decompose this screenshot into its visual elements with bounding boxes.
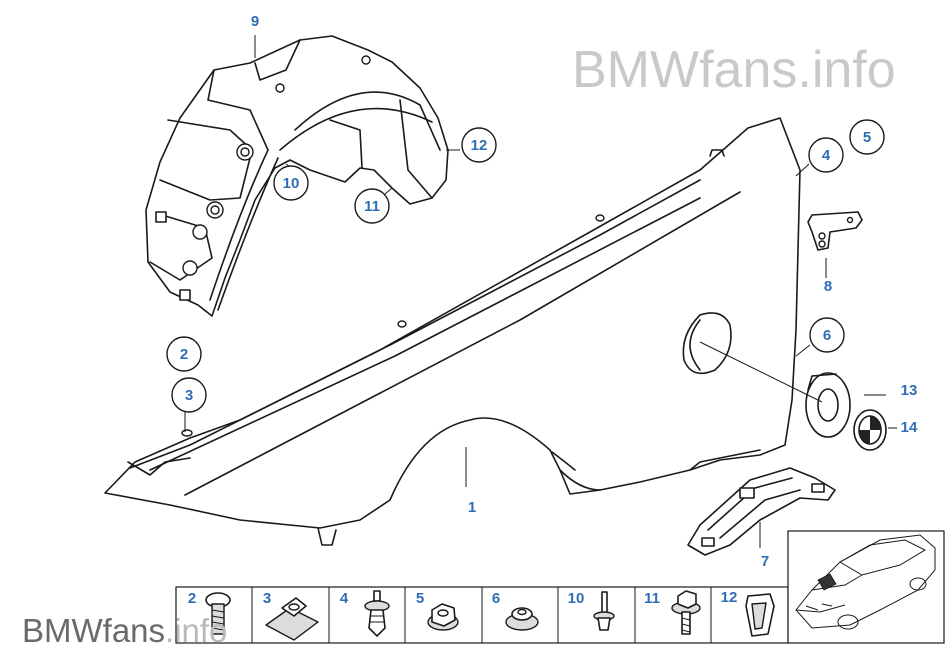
callout-9: 9 <box>251 13 259 30</box>
fastener-cell-10: 10 <box>568 590 615 631</box>
svg-text:6: 6 <box>823 327 831 344</box>
svg-text:5: 5 <box>863 129 871 146</box>
callout-10: 10 <box>273 165 309 201</box>
front-fender <box>104 117 801 546</box>
svg-text:10: 10 <box>283 175 300 192</box>
watermark-bottom: BMWfans.info <box>22 612 227 650</box>
fastener-cell-4: 4 <box>340 590 390 637</box>
callout-13: 13 <box>901 382 918 399</box>
svg-text:10: 10 <box>568 590 585 607</box>
watermark-top: BMWfans.info <box>572 41 896 99</box>
svg-text:5: 5 <box>416 590 424 607</box>
svg-text:9: 9 <box>251 13 259 30</box>
wheel-arch-liner <box>145 35 449 317</box>
leader-lines <box>184 35 897 548</box>
svg-text:11: 11 <box>364 198 380 215</box>
watermark-bottom-suffix: .info <box>165 612 228 649</box>
bezel-ring-part-13 <box>805 372 851 438</box>
callout-12: 12 <box>461 127 497 163</box>
svg-text:3: 3 <box>263 590 271 607</box>
fastener-cell-3: 3 <box>263 590 319 641</box>
callout-14: 14 <box>901 419 918 436</box>
fastener-cell-12: 12 <box>721 589 775 637</box>
callout-3: 3 <box>171 377 207 413</box>
svg-text:6: 6 <box>492 590 500 607</box>
svg-text:1: 1 <box>468 499 476 516</box>
svg-text:3: 3 <box>185 387 193 404</box>
callout-11: 11 <box>354 188 390 224</box>
svg-text:2: 2 <box>188 590 196 607</box>
svg-text:4: 4 <box>340 590 349 607</box>
callout-5: 5 <box>849 119 885 155</box>
svg-text:12: 12 <box>721 589 738 606</box>
emblem-part-14 <box>853 409 887 451</box>
callout-2: 2 <box>166 336 202 372</box>
svg-text:2: 2 <box>180 346 188 363</box>
callout-4: 4 <box>808 137 844 173</box>
callout-8: 8 <box>824 278 832 295</box>
svg-text:8: 8 <box>824 278 832 295</box>
callout-1: 1 <box>468 499 476 516</box>
svg-text:14: 14 <box>901 419 918 436</box>
fastener-cell-6: 6 <box>492 590 539 631</box>
svg-text:4: 4 <box>822 147 831 164</box>
svg-text:7: 7 <box>761 553 769 570</box>
callout-6: 6 <box>809 317 845 353</box>
fastener-strip: 2 3 4 5 6 <box>175 586 789 644</box>
svg-text:12: 12 <box>471 137 488 154</box>
fastener-cell-11: 11 <box>644 590 701 635</box>
bracket-part-8 <box>807 211 863 251</box>
fastener-cell-5: 5 <box>416 590 459 631</box>
callout-7: 7 <box>761 553 769 570</box>
bracket-part-7 <box>687 467 836 556</box>
svg-text:11: 11 <box>644 590 660 607</box>
svg-text:13: 13 <box>901 382 918 399</box>
fastener-cell-2: 2 <box>188 590 231 635</box>
car-thumbnail <box>787 530 945 644</box>
watermark-bottom-main: BMWfans <box>22 612 166 649</box>
